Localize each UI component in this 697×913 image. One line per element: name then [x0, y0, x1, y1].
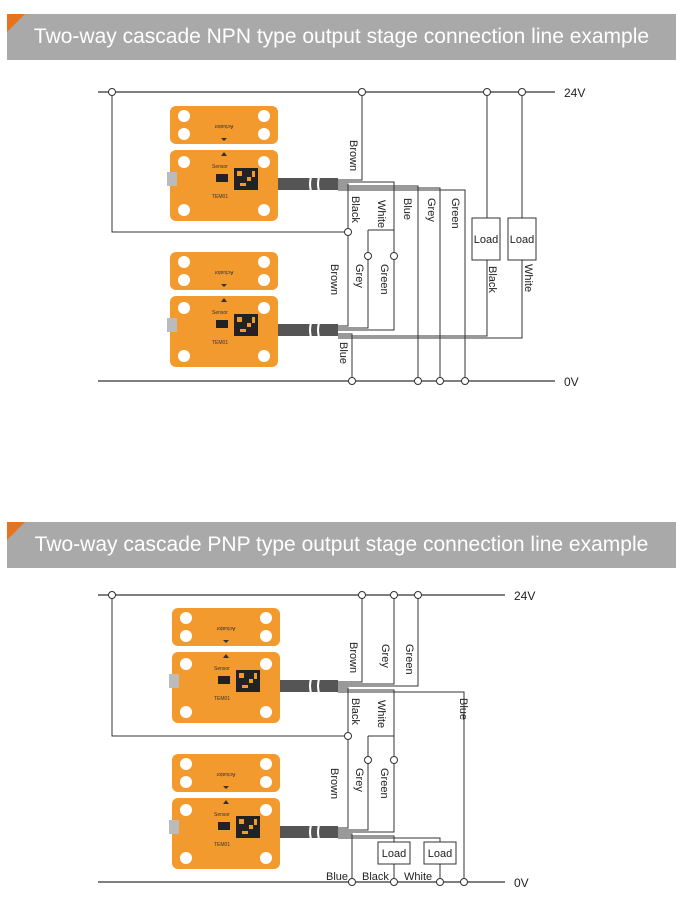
npn-load-1	[471, 217, 501, 261]
pnp-section-banner: Two-way cascade PNP type output stage co…	[7, 522, 676, 568]
npn-label-grey-2: Grey	[353, 264, 365, 288]
pnp-label-brown-2: Brown	[328, 768, 340, 799]
pnp-sensor-2	[169, 798, 280, 869]
pnp-section-title: Two-way cascade PNP type output stage co…	[34, 533, 649, 556]
pnp-label-brown-1: Brown	[347, 642, 359, 673]
pnp-label-white-2: White	[404, 871, 432, 883]
npn-cable-2	[278, 324, 338, 336]
pnp-load-2-label: Load	[428, 848, 452, 860]
pnp-label-green-2: Green	[378, 768, 390, 799]
pnp-load-1	[377, 841, 411, 865]
banner-accent-corner	[7, 14, 25, 32]
npn-load-1-label: Load	[474, 234, 498, 246]
pnp-label-blue-1: Blue	[457, 698, 469, 720]
npn-actuator-2-text: Actuator	[214, 269, 233, 275]
npn-label-white-1: White	[375, 200, 387, 228]
npn-label-green-1: Green	[449, 198, 461, 229]
npn-actuator-1-text: Actuator	[214, 123, 233, 129]
pnp-label-grey-2: Grey	[353, 768, 365, 792]
pnp-sensor-2-brand: Sensor	[214, 812, 230, 818]
pnp-load-2	[423, 841, 457, 865]
npn-label-black-1: Black	[349, 196, 361, 223]
pnp-sensor-1-brand: Sensor	[214, 666, 230, 672]
npn-sensor-2-model: TEM01	[212, 340, 228, 346]
pnp-label-black-2: Black	[362, 871, 389, 883]
npn-label-blue-2: Blue	[337, 342, 349, 364]
npn-cable-1	[278, 178, 338, 190]
npn-section-banner: Two-way cascade NPN type output stage co…	[7, 14, 676, 60]
pnp-label-grey-1: Grey	[379, 644, 391, 668]
npn-label-grey-1: Grey	[425, 198, 437, 222]
npn-load-2-label: Load	[510, 234, 534, 246]
pnp-sensor-1-model: TEM01	[214, 696, 230, 702]
npn-label-green-2: Green	[378, 264, 390, 295]
npn-label-white-2: White	[522, 264, 534, 292]
npn-load-2	[507, 217, 537, 261]
pnp-0v-label: 0V	[514, 876, 529, 890]
banner-accent-corner	[7, 522, 25, 540]
npn-24v-label: 24V	[564, 86, 585, 100]
pnp-label-white-1: White	[375, 700, 387, 728]
npn-sensor-1-model: TEM01	[212, 194, 228, 200]
npn-label-black-2: Black	[486, 266, 498, 293]
npn-label-brown-1: Brown	[347, 140, 359, 171]
pnp-label-green-1: Green	[403, 644, 415, 675]
pnp-label-blue-2: Blue	[326, 871, 348, 883]
npn-section-title: Two-way cascade NPN type output stage co…	[33, 25, 650, 48]
pnp-label-black-1: Black	[349, 698, 361, 725]
npn-0v-label: 0V	[564, 375, 579, 389]
npn-sensor-2	[167, 296, 278, 367]
npn-sensor-2-brand: Sensor	[212, 310, 228, 316]
pnp-actuator-1-text: Actuator	[216, 625, 235, 631]
npn-sensor-1	[167, 150, 278, 221]
pnp-sensor-1	[169, 652, 280, 723]
pnp-diagram: 24V 0V Actuator Sensor TEM01 Actuator Se…	[98, 589, 535, 890]
pnp-actuator-2-text: Actuator	[216, 771, 235, 777]
pnp-sensor-2-model: TEM01	[214, 842, 230, 848]
pnp-load-1-label: Load	[382, 848, 406, 860]
npn-diagram: 24V 0V Actuator Sensor TEM01 Actuator Se…	[98, 86, 585, 389]
npn-sensor-1-brand: Sensor	[212, 164, 228, 170]
npn-label-brown-2: Brown	[328, 264, 340, 295]
npn-label-blue-1: Blue	[401, 198, 413, 220]
pnp-24v-label: 24V	[514, 589, 535, 603]
